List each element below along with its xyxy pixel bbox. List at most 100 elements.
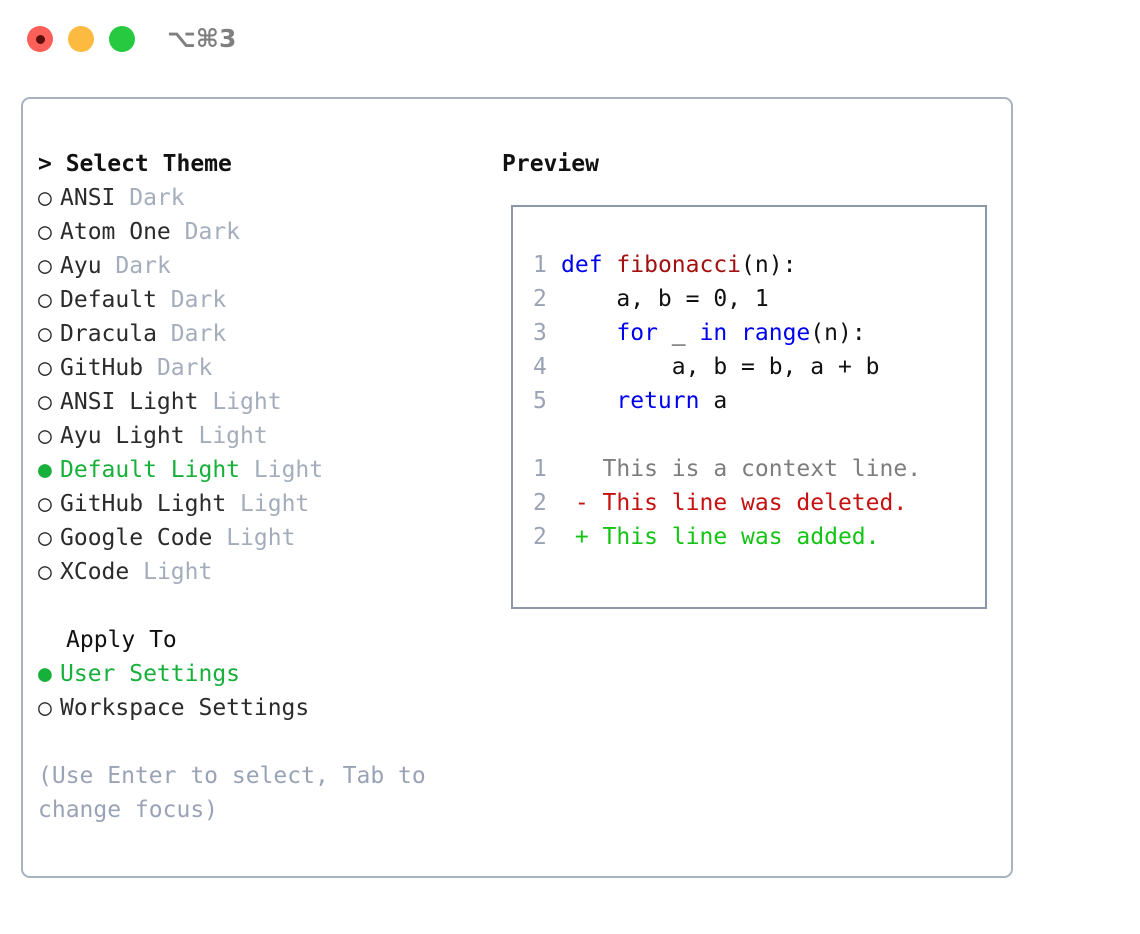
diff-line-number: 2 bbox=[533, 524, 547, 550]
diff-line-text: This is a context line. bbox=[588, 456, 922, 482]
diff-lines: 1 This is a context line.2 - This line w… bbox=[533, 452, 973, 554]
theme-option-kind: Light bbox=[198, 423, 268, 449]
diff-marker bbox=[561, 456, 589, 482]
radio-selected-icon: ● bbox=[38, 457, 52, 483]
theme-option[interactable]: ○ ANSI Light Light bbox=[38, 385, 488, 419]
apply-to-option-label: User Settings bbox=[60, 661, 241, 687]
code-token bbox=[561, 388, 616, 414]
diff-line-text: This line was added. bbox=[588, 524, 880, 550]
maximize-window-button[interactable] bbox=[109, 26, 135, 52]
radio-unselected-icon: ○ bbox=[38, 321, 52, 347]
theme-selector-column: > Select Theme ○ANSI Dark○Atom One Dark○… bbox=[38, 147, 488, 827]
code-token bbox=[727, 320, 741, 346]
theme-option-name: XCode bbox=[60, 559, 130, 585]
theme-option-kind: Dark bbox=[156, 355, 213, 381]
theme-option-name: GitHub Light bbox=[60, 491, 227, 517]
diff-line: 1 This is a context line. bbox=[533, 452, 973, 486]
code-token: range bbox=[741, 320, 811, 346]
minimize-window-button[interactable] bbox=[68, 26, 94, 52]
code-token: def bbox=[561, 252, 603, 278]
radio-unselected-icon: ○ bbox=[38, 355, 52, 381]
diff-line-number: 2 bbox=[533, 490, 547, 516]
theme-option-name: GitHub bbox=[60, 355, 144, 381]
diff-marker: - bbox=[561, 490, 589, 516]
theme-option-kind: Light bbox=[212, 389, 282, 415]
theme-option[interactable]: ○ XCode Light bbox=[38, 555, 488, 589]
theme-option[interactable]: ○ GitHub Light Light bbox=[38, 487, 488, 521]
radio-unselected-icon: ○ bbox=[38, 525, 52, 551]
theme-option-name: Default bbox=[60, 287, 157, 313]
list-spacer bbox=[38, 589, 488, 623]
theme-option[interactable]: ○Atom One Dark bbox=[38, 215, 488, 249]
theme-option-name: Ayu Light bbox=[60, 423, 185, 449]
apply-to-option[interactable]: ● User Settings bbox=[38, 657, 488, 691]
code-token: return bbox=[616, 388, 700, 414]
code-token: a bbox=[699, 388, 728, 414]
theme-option[interactable]: ●Default Light Light bbox=[38, 453, 488, 487]
theme-option-kind: Light bbox=[253, 457, 324, 483]
code-line-number: 1 bbox=[533, 252, 547, 278]
theme-option[interactable]: ○ Google Code Light bbox=[38, 521, 488, 555]
theme-option-kind: Light bbox=[240, 491, 310, 517]
radio-unselected-icon: ○ bbox=[38, 185, 52, 211]
preview-heading: Preview bbox=[502, 151, 599, 177]
theme-option-kind: Dark bbox=[115, 253, 171, 279]
apply-to-option[interactable]: ○Workspace Settings bbox=[38, 691, 488, 725]
code-line: 3 for _ in range(n): bbox=[533, 316, 973, 350]
theme-option[interactable]: ○ Ayu Light Light bbox=[38, 419, 488, 453]
dialog-panel: > Select Theme ○ANSI Dark○Atom One Dark○… bbox=[21, 97, 1013, 878]
code-blank-line bbox=[533, 418, 973, 452]
code-token: (n): bbox=[741, 252, 797, 278]
code-token bbox=[603, 252, 617, 278]
apply-to-list: ● User Settings ○Workspace Settings bbox=[38, 657, 488, 725]
diff-marker: + bbox=[561, 524, 589, 550]
theme-option[interactable]: ○ Dracula Dark bbox=[38, 317, 488, 351]
theme-option-name: Google Code bbox=[60, 525, 213, 551]
theme-option-kind: Dark bbox=[129, 185, 185, 211]
theme-option-kind: Light bbox=[226, 525, 296, 551]
theme-option-name: ANSI bbox=[60, 185, 116, 211]
code-token: for bbox=[616, 320, 658, 346]
theme-option[interactable]: ○ Default Dark bbox=[38, 283, 488, 317]
radio-unselected-icon: ○ bbox=[38, 389, 52, 415]
code-line: 2 a, b = 0, 1 bbox=[533, 282, 973, 316]
code-token: in bbox=[699, 320, 728, 346]
code-line-number: 2 bbox=[533, 286, 547, 312]
radio-unselected-icon: ○ bbox=[38, 423, 52, 449]
theme-list: ○ANSI Dark○Atom One Dark○Ayu Dark○Defaul… bbox=[38, 181, 488, 589]
theme-option[interactable]: ○ GitHub Dark bbox=[38, 351, 488, 385]
title-bar: ⌥⌘3 bbox=[0, 0, 1140, 78]
hint-spacer bbox=[38, 725, 488, 759]
code-token: (n): bbox=[810, 320, 866, 346]
radio-unselected-icon: ○ bbox=[38, 219, 52, 245]
code-token: a, b = b, a + b bbox=[561, 354, 880, 380]
diff-line: 2 - This line was deleted. bbox=[533, 486, 973, 520]
close-window-button[interactable] bbox=[27, 26, 53, 52]
code-token: a, b = 0, 1 bbox=[561, 286, 769, 312]
radio-unselected-icon: ○ bbox=[38, 491, 52, 517]
diff-line-number: 1 bbox=[533, 456, 547, 482]
theme-option-name: Dracula bbox=[60, 321, 157, 347]
diff-line: 2 + This line was added. bbox=[533, 520, 973, 554]
theme-option-name: ANSI Light bbox=[60, 389, 199, 415]
code-line: 4 a, b = b, a + b bbox=[533, 350, 973, 384]
theme-option[interactable]: ○Ayu Dark bbox=[38, 249, 488, 283]
radio-selected-icon: ● bbox=[38, 661, 52, 687]
radio-unselected-icon: ○ bbox=[38, 287, 52, 313]
code-line: 5 return a bbox=[533, 384, 973, 418]
theme-option-kind: Light bbox=[143, 559, 213, 585]
code-token bbox=[561, 320, 616, 346]
theme-option[interactable]: ○ ANSI Dark bbox=[38, 181, 488, 215]
diff-line-text: This line was deleted. bbox=[588, 490, 908, 516]
code-line-number: 3 bbox=[533, 320, 547, 346]
theme-option-kind: Dark bbox=[170, 287, 227, 313]
theme-option-kind: Dark bbox=[184, 219, 241, 245]
theme-option-kind: Dark bbox=[170, 321, 227, 347]
keyboard-shortcut-label: ⌥⌘3 bbox=[167, 24, 237, 53]
apply-to-heading: Apply To bbox=[66, 627, 177, 653]
radio-unselected-icon: ○ bbox=[38, 559, 52, 585]
